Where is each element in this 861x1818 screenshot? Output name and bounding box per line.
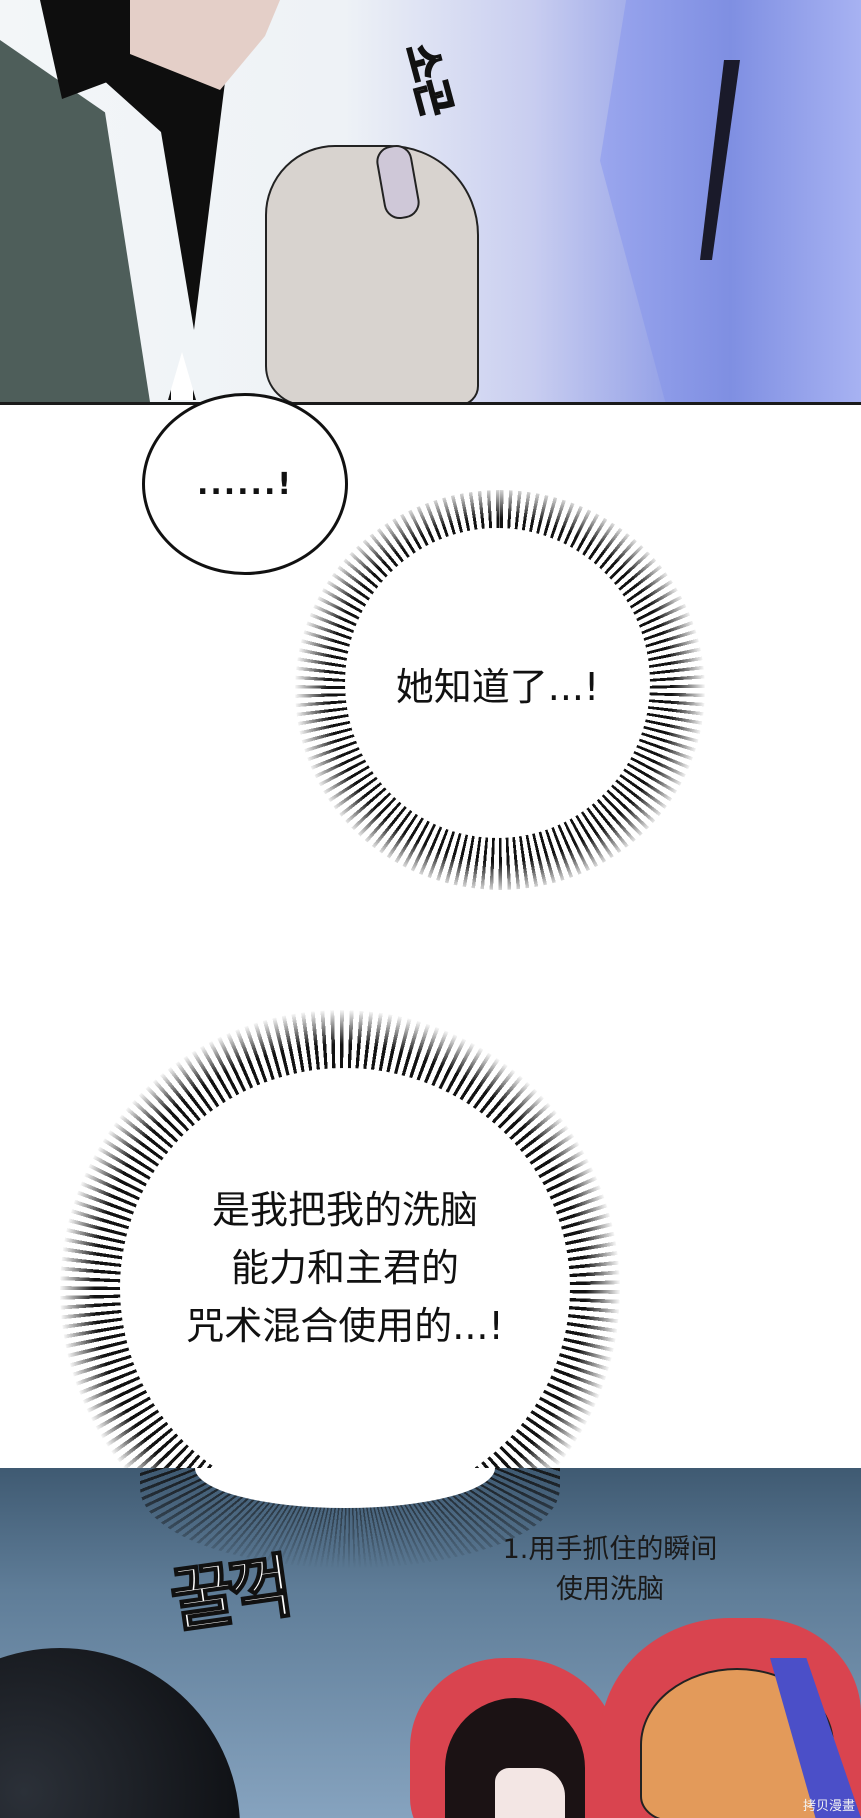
narration-caption: 1.用手抓住的瞬间 使用洗脑	[440, 1530, 780, 1610]
top-panel-illustration: 소곤	[0, 0, 861, 405]
speech-bubble: ......!	[142, 393, 348, 575]
bottom-panel-illustration: 꿀꺽 1.用手抓住的瞬间 使用洗脑 拷贝漫畫	[0, 1468, 861, 1818]
dark-silhouette-shape	[0, 1648, 240, 1818]
thought-burst-2-line-1: 是我把我的洗脑	[211, 1188, 478, 1232]
thought-burst-1-text: 她知道了...!	[395, 664, 600, 709]
caption-line-1: 1.用手抓住的瞬间	[502, 1534, 718, 1565]
thought-burst-2-line-2: 能力和主君的	[230, 1246, 459, 1290]
thought-burst-1: 她知道了...!	[345, 528, 650, 838]
gulp-sfx: 꿀꺽	[165, 1544, 294, 1643]
chibi-face	[495, 1768, 565, 1818]
thought-burst-2: 是我把我的洗脑 能力和主君的 咒术混合使用的...!	[120, 1068, 570, 1508]
whisper-sfx: 소곤	[395, 38, 460, 123]
thought-burst-2-line-3: 咒术混合使用的...!	[186, 1304, 504, 1348]
speech-bubble-text: ......!	[196, 466, 294, 502]
hand-shape	[265, 145, 479, 402]
watermark: 拷贝漫畫	[802, 1799, 855, 1814]
caption-line-2: 使用洗脑	[556, 1574, 664, 1605]
